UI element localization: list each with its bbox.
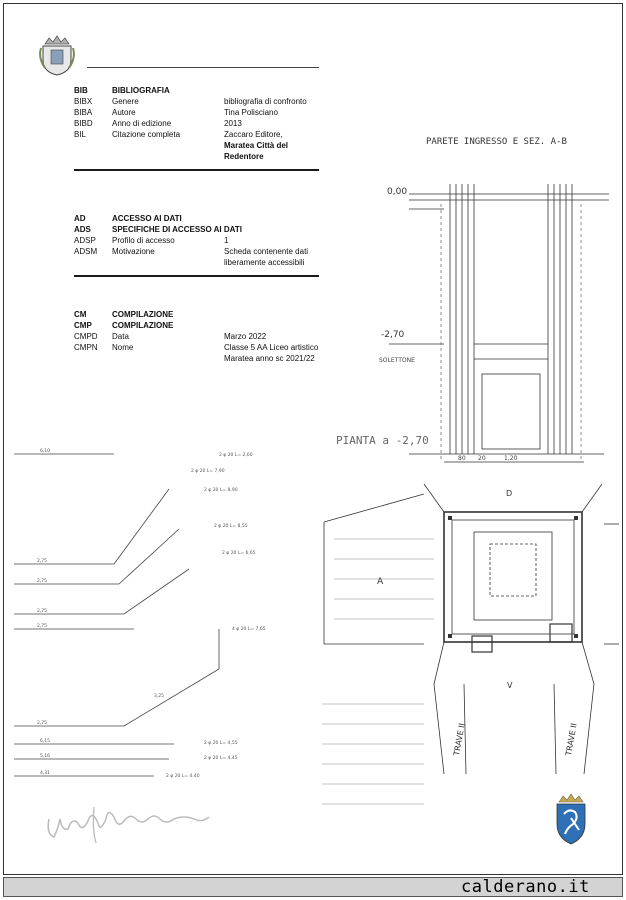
field-row: CMPN Nome Classe 5 AA Liceo artistico Ma…: [74, 342, 319, 364]
header-rule: [87, 67, 319, 68]
field-code: CM: [74, 310, 87, 319]
label-slab: SOLETTONE: [379, 357, 415, 364]
beam-left-label: TRAVE II: [452, 722, 467, 757]
drawing-title-top: PARETE INGRESSO E SEZ. A-B: [426, 137, 567, 147]
bar-label: 2 φ 20 L= 7,90: [191, 468, 225, 474]
field-code: BIBX: [74, 97, 93, 106]
field-value: Scheda contenente dati liberamente acces…: [224, 247, 309, 267]
level-mid: -2,70: [381, 330, 405, 340]
bar-label: 2 φ 20 L= 4,45: [204, 755, 238, 761]
bar-dim: 2,75: [37, 720, 47, 726]
field-code: ADSP: [74, 236, 96, 245]
citation-title: Maratea Città del Redentore: [224, 141, 289, 161]
section-header: CM COMPILAZIONE: [74, 309, 319, 320]
dim-1: 1,20: [504, 455, 518, 462]
field-code: BIB: [74, 86, 88, 95]
bar-dim: 5,16: [40, 753, 50, 759]
footer-bar: calderano.it: [3, 877, 623, 897]
field-label: Data: [112, 332, 129, 341]
field-label: Nome: [112, 343, 134, 352]
bar-dim: 2,75: [37, 558, 47, 564]
subsection-title: COMPILAZIONE: [112, 321, 174, 330]
field-row: BIBX Genere bibliografia di confronto: [74, 96, 319, 107]
field-code: AD: [74, 214, 86, 223]
field-code: BIBA: [74, 108, 93, 117]
section-title: ACCESSO AI DATI: [112, 214, 182, 223]
section-header: AD ACCESSO AI DATI: [74, 213, 319, 224]
citation-publisher: Zaccaro Editore,: [224, 130, 283, 139]
bar-label: 2 φ 20 L= 6,65: [222, 550, 256, 556]
field-label: Citazione completa: [112, 130, 181, 139]
regional-crest-icon: [556, 794, 586, 845]
field-row: BIBD Anno di edizione 2013: [74, 118, 319, 129]
plan-frame: [323, 483, 619, 775]
document-sheet: PARETE INGRESSO E SEZ. A-B 0,00 -2,70 SO…: [3, 3, 623, 875]
field-value: 1: [224, 236, 229, 245]
technical-drawing: [14, 184, 619, 805]
compilation-section: CM COMPILAZIONE CMP COMPILAZIONE CMPD Da…: [74, 309, 319, 364]
bar-label: 2 φ 20 L= 4,40: [166, 773, 200, 779]
field-code: CMPD: [74, 332, 98, 341]
label-v: V: [507, 681, 513, 690]
field-code: CMP: [74, 321, 92, 330]
field-code: BIBD: [74, 119, 93, 128]
bar-dim: 4,31: [40, 770, 50, 776]
field-row: BIBA Autore Tina Polisciano: [74, 107, 319, 118]
field-value: 2013: [224, 119, 242, 128]
field-label: Autore: [112, 108, 136, 117]
bar-dim: 6,10: [40, 448, 50, 454]
section-title: BIBLIOGRAFIA: [112, 86, 170, 95]
field-value: Classe 5 AA Liceo artistico Maratea anno…: [224, 343, 319, 363]
field-value: Marzo 2022: [224, 332, 267, 341]
bar-dim: 2,75: [37, 578, 47, 584]
dim-2: 20: [478, 455, 486, 462]
field-code: BIL: [74, 130, 87, 139]
field-row: ADSP Profilo di accesso 1: [74, 235, 319, 246]
label-d: D: [506, 489, 512, 498]
field-label: Genere: [112, 97, 139, 106]
bar-dim: 6,15: [40, 738, 50, 744]
field-value: bibliografia di confronto: [224, 97, 307, 106]
bar-dim: 3,25: [154, 693, 164, 699]
access-section: AD ACCESSO AI DATI ADS SPECIFICHE DI ACC…: [74, 213, 319, 285]
section-pillars: [389, 184, 609, 463]
subsection-title: SPECIFICHE DI ACCESSO AI DATI: [112, 225, 242, 234]
field-row: BIL Citazione completa Zaccaro Editore, …: [74, 129, 319, 162]
field-label: Anno di edizione: [112, 119, 172, 128]
bar-dim: 2,75: [37, 623, 47, 629]
field-code: CMPN: [74, 343, 98, 352]
field-row: ADSM Motivazione Scheda contenente dati …: [74, 246, 319, 268]
level-top: 0,00: [387, 187, 407, 197]
municipal-crest-icon: [39, 35, 75, 76]
bibliography-section: BIB BIBLIOGRAFIA BIBX Genere bibliografi…: [74, 85, 319, 179]
rebar-diagram: [14, 453, 220, 777]
handwritten-signature-icon: [47, 806, 210, 844]
field-label: Motivazione: [112, 247, 155, 256]
label-a: A: [377, 577, 384, 587]
bar-label: 2 φ 20 L= 8,90: [204, 487, 238, 493]
plan-title: PIANTA a -2,70: [336, 434, 429, 447]
field-label: Profilo di accesso: [112, 236, 175, 245]
site-brand[interactable]: calderano.it: [461, 877, 590, 897]
field-code: ADSM: [74, 247, 98, 256]
field-value: Tina Polisciano: [224, 108, 278, 117]
section-title: COMPILAZIONE: [112, 310, 174, 319]
field-value: Zaccaro Editore, Maratea Città del Reden…: [224, 129, 319, 162]
dim-3: 80: [458, 455, 466, 462]
section-header: BIB BIBLIOGRAFIA: [74, 85, 319, 96]
beam-right-label: TRAVE II: [564, 722, 579, 757]
subsection-header: CMP COMPILAZIONE: [74, 320, 319, 331]
drawing-labels: PARETE INGRESSO E SEZ. A-B 0,00 -2,70 SO…: [37, 137, 579, 779]
subsection-header: ADS SPECIFICHE DI ACCESSO AI DATI: [74, 224, 319, 235]
bar-label: 2 φ 20 L= 8,55: [214, 523, 248, 529]
field-row: CMPD Data Marzo 2022: [74, 331, 319, 342]
bar-label: 4 φ 20 L= 7,65: [232, 626, 266, 632]
bar-dim: 2,75: [37, 608, 47, 614]
bar-label: 2 φ 20 L= 4,55: [204, 740, 238, 746]
bar-label: 2 φ 20 L= 2,60: [219, 452, 253, 458]
section-divider: [74, 169, 319, 171]
section-divider: [74, 275, 319, 277]
field-code: ADS: [74, 225, 91, 234]
